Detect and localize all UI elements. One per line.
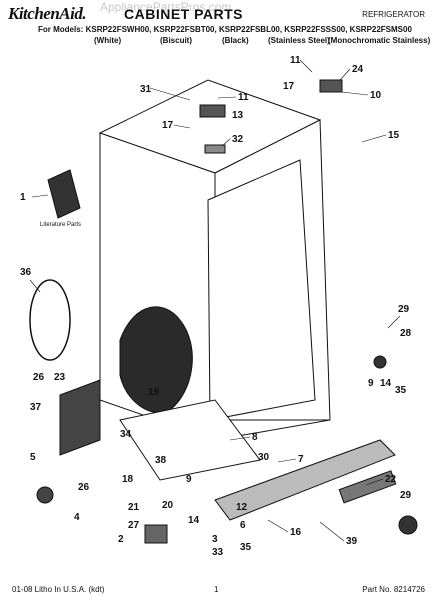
callout-10: 10 xyxy=(370,90,382,101)
callout-11: 11 xyxy=(238,92,249,103)
color-black: (Black) xyxy=(222,36,249,45)
model-numbers: KSRP22FSWH00, KSRP22FSBT00, KSRP22FSBL00… xyxy=(85,25,412,34)
top-hinge-24 xyxy=(319,79,343,93)
callout-39: 39 xyxy=(346,536,358,547)
callout-16: 16 xyxy=(290,527,302,538)
drain-tube-coil xyxy=(29,279,71,361)
models-line: For Models: KSRP22FSWH00, KSRP22FSBT00, … xyxy=(38,25,412,34)
callout-6: 6 xyxy=(240,520,246,531)
literature-parts-label: Literature Parts xyxy=(40,222,81,228)
callout-24: 24 xyxy=(352,64,364,75)
callout-9b: 9 xyxy=(186,474,192,485)
callout-14b: 14 xyxy=(188,515,200,526)
callout-12: 12 xyxy=(236,502,248,513)
callout-5: 5 xyxy=(30,452,36,463)
callout-32: 32 xyxy=(232,134,244,145)
callout-8: 8 xyxy=(252,432,258,443)
callout-27: 28 xyxy=(400,328,412,339)
cabinet-liner xyxy=(207,159,316,421)
category-label: REFRIGERATOR xyxy=(362,10,425,19)
callout-29: 30 xyxy=(258,452,270,463)
color-white: (White) xyxy=(94,36,122,45)
callout-9: 9 xyxy=(368,378,374,389)
callout-35b: 35 xyxy=(240,542,252,553)
callout-31: 31 xyxy=(140,84,152,95)
callout-20: 20 xyxy=(162,500,174,511)
base-panel xyxy=(119,399,261,481)
footer-page-number: 1 xyxy=(214,585,219,594)
footer-litho: 01-08 Litho In U.S.A. (kdt) xyxy=(12,585,105,594)
cabinet-side-patch xyxy=(119,306,193,413)
color-monochromatic: (Monochromatic Stainless) xyxy=(328,36,431,45)
callout-26b: 27 xyxy=(128,520,140,531)
cap-27 xyxy=(373,355,387,369)
callout-17b: 17 xyxy=(283,81,295,92)
callout-4: 4 xyxy=(74,512,80,523)
page-title: CABINET PARTS xyxy=(124,6,244,22)
access-panel xyxy=(59,379,101,456)
callout-26: 26 xyxy=(33,372,45,383)
callout-2: 2 xyxy=(118,534,124,545)
callout-15: 15 xyxy=(388,130,400,141)
callout-22: 22 xyxy=(385,474,397,485)
callout-30: 29 xyxy=(400,490,412,501)
callout-19: 19 xyxy=(148,387,160,398)
callout-18: 18 xyxy=(122,474,134,485)
brand-logo: KitchenAid. xyxy=(8,4,87,23)
callout-17: 17 xyxy=(162,120,174,131)
callout-37: 37 xyxy=(30,402,42,413)
literature-booklet xyxy=(47,169,81,219)
color-biscuit: (Biscuit) xyxy=(160,36,192,45)
callout-3: 3 xyxy=(212,534,218,545)
callout-23: 23 xyxy=(54,372,66,383)
callout-11b: 11 xyxy=(290,55,301,66)
footer-part-number: Part No. 8214726 xyxy=(362,585,425,594)
roller-22 xyxy=(338,470,397,504)
callout-13: 13 xyxy=(232,110,244,121)
toe-grille xyxy=(214,439,396,521)
models-prefix: For Models: xyxy=(38,25,84,34)
callout-1: 1 xyxy=(20,192,26,203)
leveling-bracket xyxy=(144,524,168,544)
callout-33: 33 xyxy=(212,547,224,558)
callout-34: 34 xyxy=(120,429,132,440)
callout-14: 14 xyxy=(380,378,392,389)
callout-7: 7 xyxy=(298,454,304,465)
callout-28: 29 xyxy=(398,304,410,315)
leveling-foot xyxy=(398,515,418,535)
callout-36: 36 xyxy=(20,267,32,278)
callout-35: 35 xyxy=(395,385,407,396)
callout-21: 21 xyxy=(128,502,140,513)
bracket-32 xyxy=(204,144,226,154)
watermark-text: AppliancePartsPros.com xyxy=(100,0,232,14)
roller-4 xyxy=(36,486,54,504)
callout-25: 26 xyxy=(78,482,90,493)
color-stainless: (Stainless Steel) xyxy=(268,36,330,45)
callout-38: 38 xyxy=(155,455,167,466)
top-hinge-13 xyxy=(199,104,226,118)
